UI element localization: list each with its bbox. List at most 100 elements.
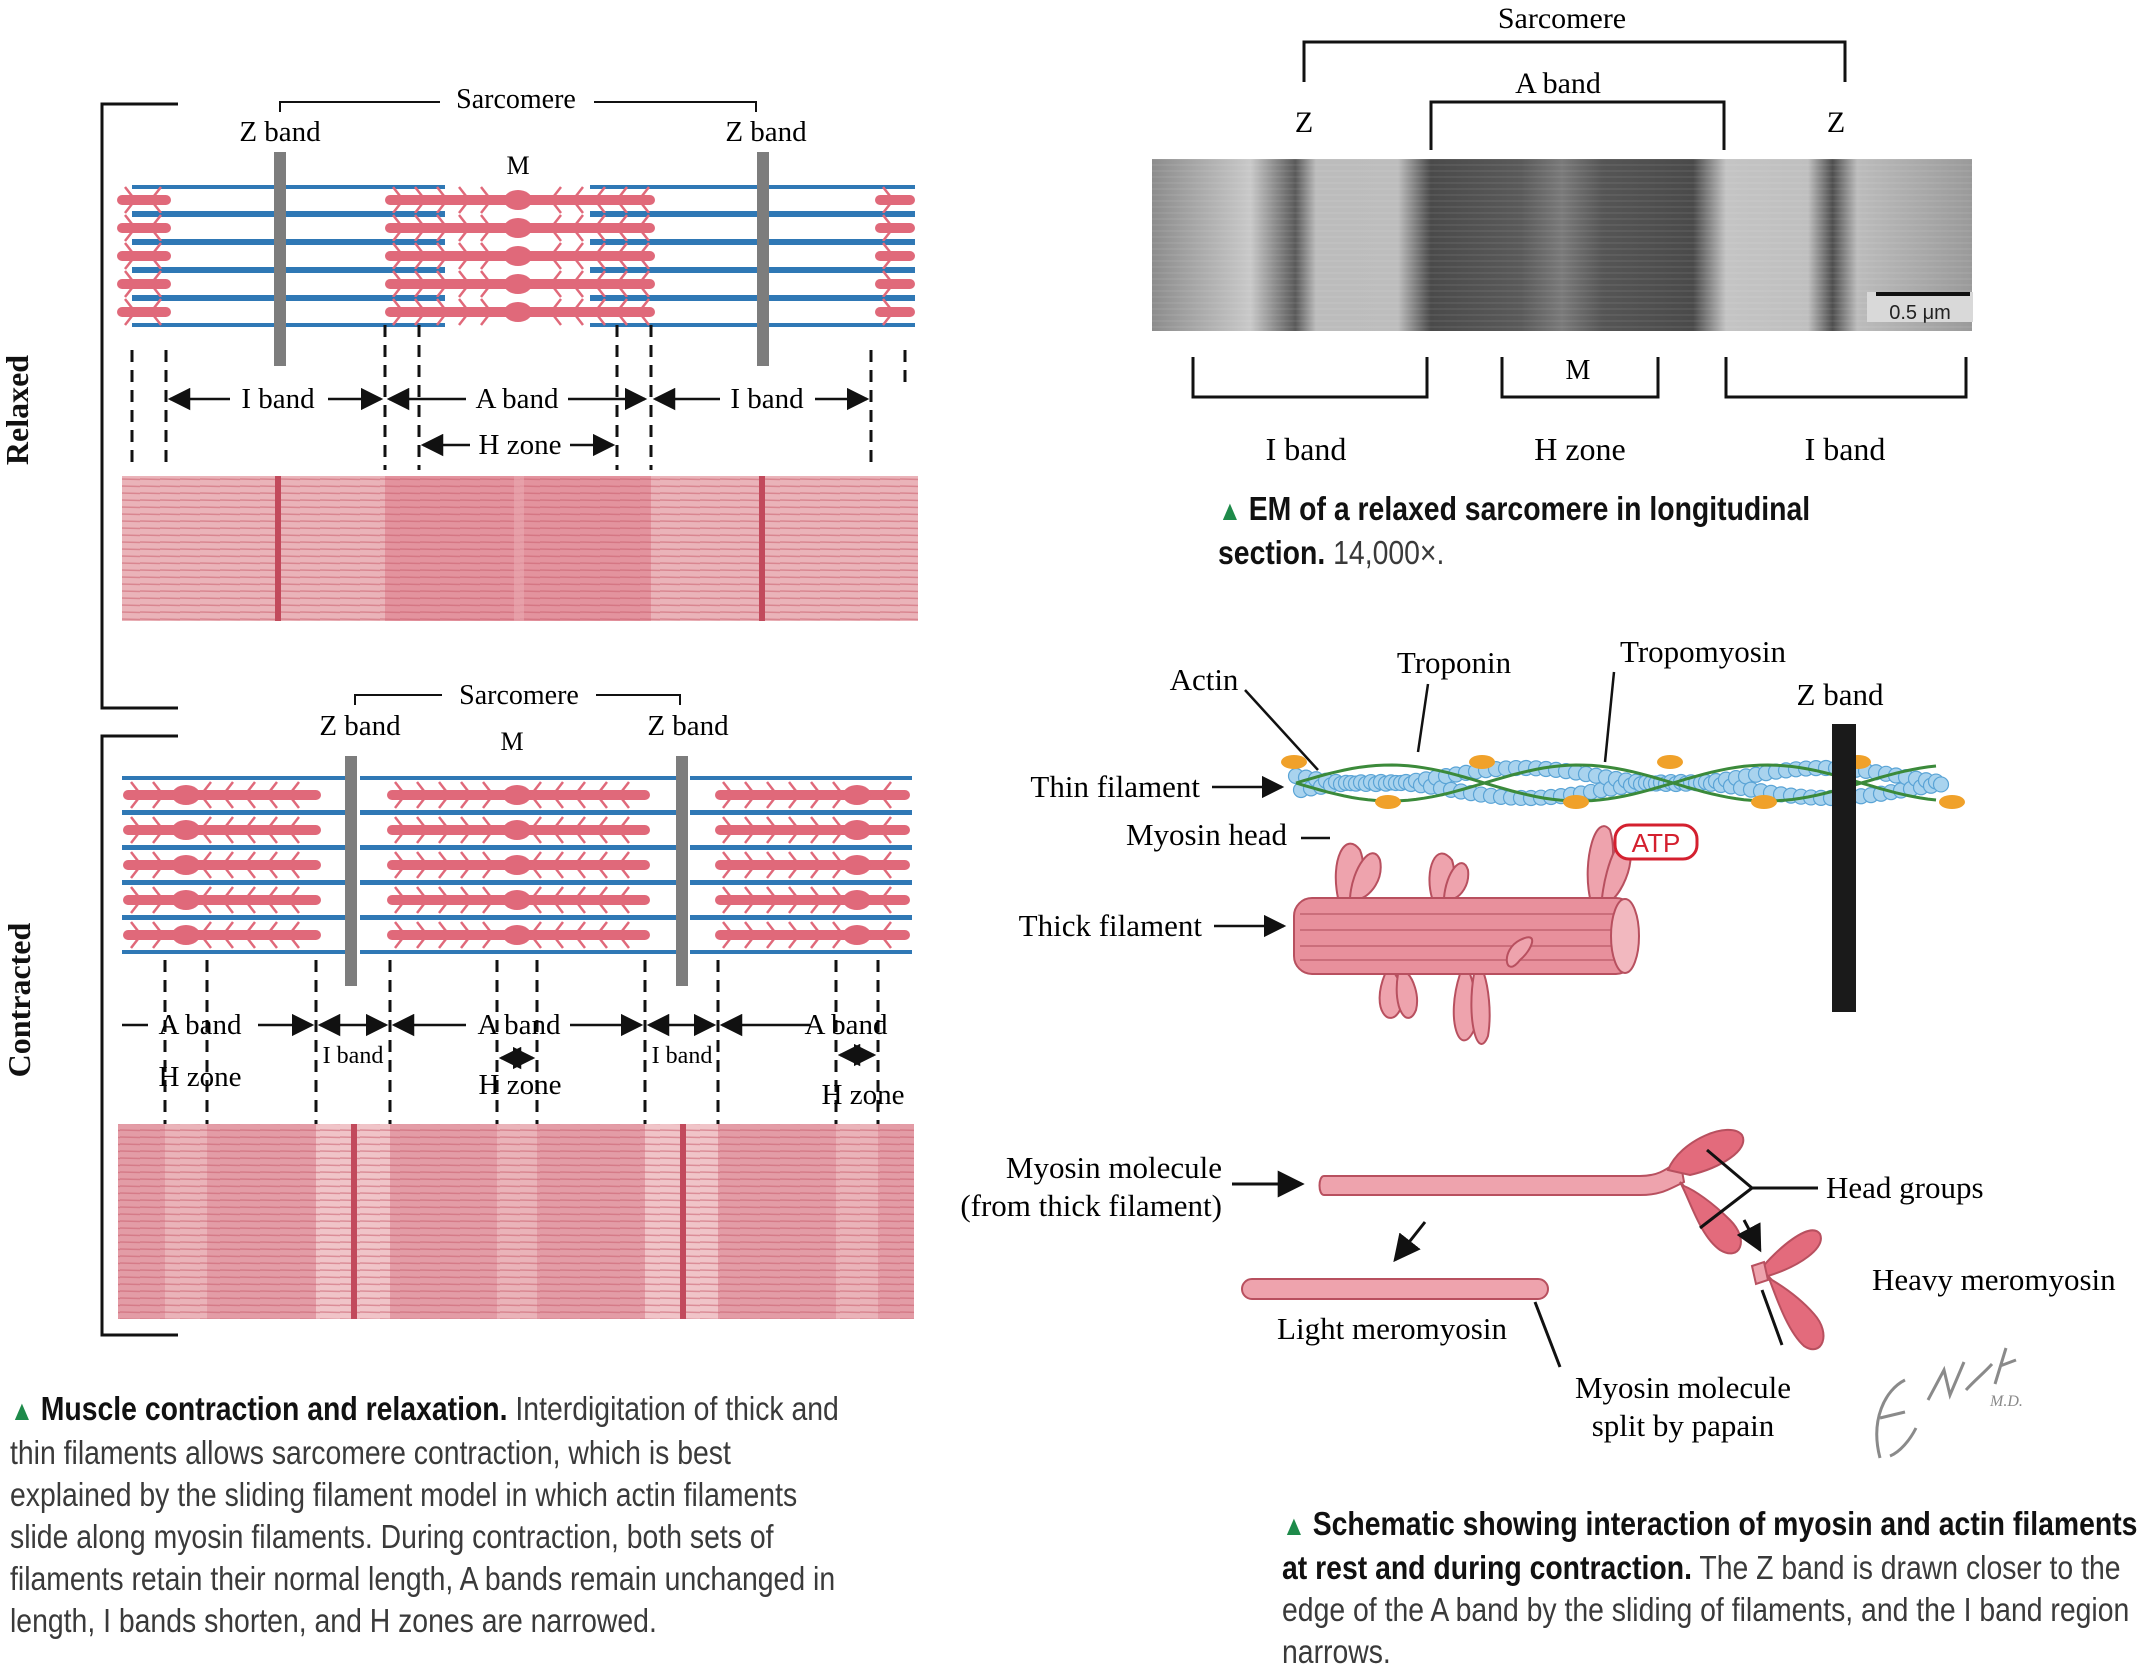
myosin-head-mark — [744, 903, 753, 914]
myosin-head-mark — [414, 259, 423, 270]
myosin-head-mark — [575, 259, 584, 270]
myosin-head-mark — [575, 231, 584, 242]
myosin-head-mark — [394, 798, 403, 809]
myosin-head-mark — [577, 903, 586, 914]
myosin-head-mark — [225, 921, 234, 932]
myosin-head-mark — [810, 886, 819, 897]
myosin-head-mark — [722, 886, 731, 897]
myosin-head-mark — [722, 938, 731, 949]
myosin-head-mark — [247, 851, 256, 862]
myosin-head-mark — [555, 781, 564, 792]
myosin-head-mark — [599, 921, 608, 932]
myosin-head-mark — [392, 242, 401, 253]
myosin-head-mark — [744, 781, 753, 792]
myosin-head-mark — [269, 851, 278, 862]
myosin-head-mark — [130, 886, 139, 897]
myosin-head-mark — [436, 298, 445, 309]
a-band-label-contracted-left: A band — [159, 1009, 242, 1041]
myosin-head-mark — [722, 833, 731, 844]
m-line-node — [172, 925, 200, 945]
myosin-head-mark — [153, 203, 162, 214]
i-band-label-relaxed-left: I band — [241, 383, 315, 415]
h-zone-label-relaxed: H zone — [479, 429, 562, 461]
myosin-head-mark — [291, 781, 300, 792]
myosin-head-mark — [810, 851, 819, 862]
sarcomere-label-contracted: Sarcomere — [459, 680, 579, 711]
myosin-head-mark — [621, 886, 630, 897]
myosin-head-mark — [597, 214, 606, 225]
myosin-head-mark — [458, 259, 467, 270]
myosin-head-mark — [533, 903, 542, 914]
myosin-head-mark — [766, 781, 775, 792]
myosin-head-mark — [225, 938, 234, 949]
myosin-head-mark — [722, 903, 731, 914]
myosin-head-mark — [203, 886, 212, 897]
myosin-head-mark — [555, 868, 564, 879]
myosin-head-mark — [810, 833, 819, 844]
myosin-head-mark — [553, 315, 562, 326]
schematic-leader-lines — [1212, 671, 1616, 938]
myosin-head-mark — [414, 186, 423, 197]
myosin-head-mark — [883, 886, 892, 897]
myosin-head-mark — [533, 868, 542, 879]
myosin-head-mark — [458, 315, 467, 326]
relaxed-label: Relaxed — [0, 355, 35, 465]
relaxed-bracket — [100, 102, 178, 710]
myosin-head-mark — [458, 287, 467, 298]
light-meromyosin — [1241, 1278, 1549, 1300]
myosin-head-mark — [553, 287, 562, 298]
m-line-node — [504, 246, 532, 266]
myosin-head-mark — [124, 214, 133, 225]
myosin-head-mark — [882, 203, 891, 214]
myosin-head-mark — [482, 816, 491, 827]
green-triangle-icon: ▲ — [1282, 1510, 1306, 1541]
myosin-head-mark — [152, 886, 161, 897]
myosin-head-mark — [153, 298, 162, 309]
myosin-head-mark — [152, 938, 161, 949]
thin-filament — [1281, 755, 1965, 809]
myosin-head-mark — [269, 798, 278, 809]
myosin-head-mark — [832, 921, 841, 932]
m-line-node — [504, 274, 532, 294]
myosin-head-mark — [269, 886, 278, 897]
myosin-head-mark — [416, 903, 425, 914]
m-line-node — [504, 218, 532, 238]
contracted-label: Contracted — [1, 922, 37, 1077]
myosin-head-mark — [414, 203, 423, 214]
myosin-head-mark — [480, 186, 489, 197]
myosin-molecule — [1318, 1129, 1745, 1255]
myosin-head-mark — [883, 833, 892, 844]
myosin-head-mark — [153, 186, 162, 197]
myosin-head-mark — [883, 868, 892, 879]
myosin-head-mark — [130, 833, 139, 844]
left-caption-title: Muscle contraction and relaxation. — [40, 1390, 508, 1427]
myosin-head-mark — [621, 798, 630, 809]
myosin-head-mark — [438, 851, 447, 862]
myosin-head-mark — [533, 798, 542, 809]
myosin-head-mark — [810, 938, 819, 949]
myosin-head-mark — [480, 287, 489, 298]
myosin-head-mark — [883, 903, 892, 914]
myosin-head-mark — [152, 781, 161, 792]
myosin-head-mark — [832, 903, 841, 914]
myosin-head-mark — [553, 242, 562, 253]
troponin-complex — [1939, 795, 1965, 809]
em-sarcomere-label: Sarcomere — [1498, 2, 1626, 35]
myosin-head-mark — [203, 921, 212, 932]
myosin-head-mark — [124, 270, 133, 281]
myosin-head-mark — [619, 231, 628, 242]
myosin-head-mark — [414, 287, 423, 298]
myosin-head-mark — [766, 833, 775, 844]
myosin-head-mark — [555, 938, 564, 949]
a-band-label-contracted-center: A band — [478, 1009, 561, 1041]
myosin-head-mark — [416, 798, 425, 809]
myosin-head-mark — [482, 798, 491, 809]
myosin-head-mark — [553, 298, 562, 309]
myosin-head-mark — [744, 868, 753, 879]
z-band-label-schematic: Z band — [1797, 677, 1884, 712]
m-line-node — [172, 820, 200, 840]
myosin-head-mark — [575, 270, 584, 281]
myosin-head-mark — [766, 851, 775, 862]
myosin-head-mark — [882, 214, 891, 225]
myosin-head-mark — [247, 798, 256, 809]
